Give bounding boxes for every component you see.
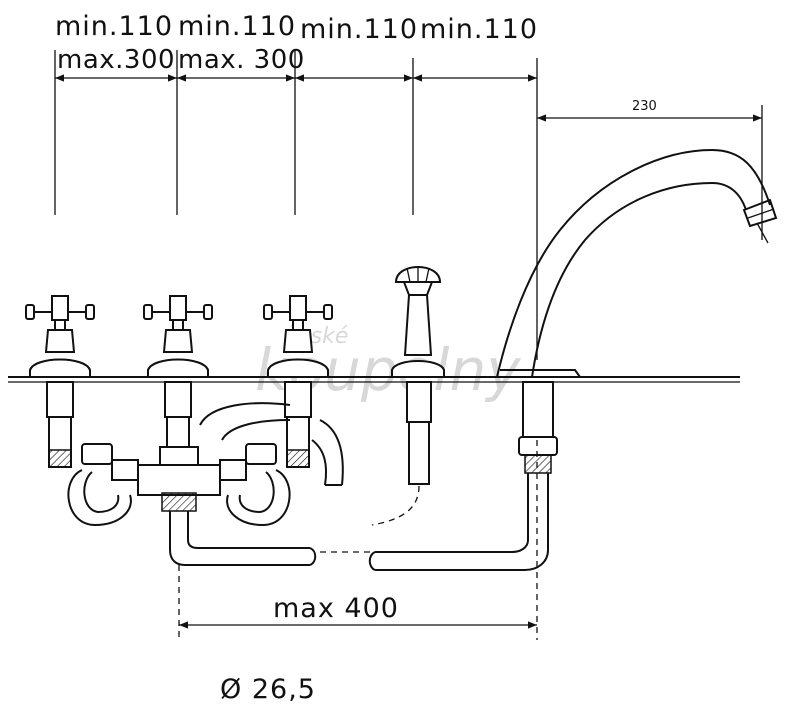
deck-line xyxy=(8,376,740,383)
dim-max-2: max. 300 xyxy=(178,45,305,75)
hand-shower xyxy=(371,266,445,526)
top-dimension-lines xyxy=(54,50,763,360)
dim-max-1: max.300 xyxy=(57,45,175,75)
dim-min-1: min.110 xyxy=(55,11,173,42)
spout xyxy=(496,148,778,474)
dim-min-2: min.110 xyxy=(178,11,296,42)
dim-min-4: min.110 xyxy=(420,14,538,45)
bottom-dimension: max 400 Ø 26,5 xyxy=(178,440,538,705)
mixing-body xyxy=(67,402,344,566)
dim-min-3: min.110 xyxy=(300,14,418,45)
tap-right xyxy=(263,295,333,468)
tap-middle xyxy=(143,295,213,448)
spout-supply-pipe xyxy=(320,473,549,571)
dim-spout-reach: 230 xyxy=(632,99,657,114)
dim-max-400: max 400 xyxy=(273,593,399,624)
top-dimension-labels: min.110 min.110 min.110 min.110 max.300 … xyxy=(55,11,657,114)
tap-left xyxy=(25,295,95,468)
dim-diameter: Ø 26,5 xyxy=(220,674,316,705)
